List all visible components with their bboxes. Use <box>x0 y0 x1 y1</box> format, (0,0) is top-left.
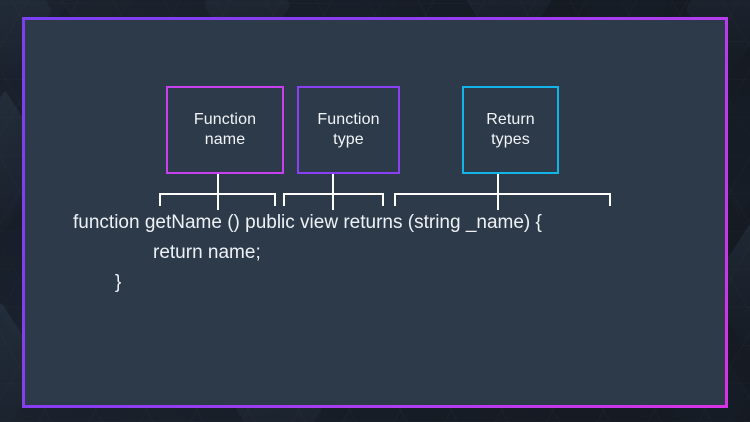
connector-stem-function-type <box>332 174 334 210</box>
label-box-return-types: Return types <box>462 86 559 174</box>
label-box-function-name-text: Function name <box>194 110 256 151</box>
label-box-function-type: Function type <box>297 86 400 174</box>
label-line-2: name <box>204 131 246 148</box>
label-line-1: Function <box>317 110 380 128</box>
connector-stem-function-name <box>217 174 219 210</box>
connector-bracket-function-name <box>159 193 276 206</box>
label-box-return-types-text: Return types <box>486 110 535 151</box>
label-box-function-name: Function name <box>166 86 284 174</box>
label-box-function-type-text: Function type <box>317 110 379 151</box>
connector-bracket-function-type <box>283 193 384 206</box>
label-line-2: types <box>491 131 530 148</box>
label-line-1: Function <box>193 110 257 128</box>
label-line-2: type <box>333 131 364 148</box>
connector-bracket-return-types <box>394 193 611 206</box>
code-line-3: } <box>115 272 122 293</box>
label-line-1: Return <box>486 110 535 128</box>
diagram-panel: Function name Function type Return types fu… <box>22 17 728 408</box>
code-line-1: function getName () public view returns … <box>73 212 542 233</box>
connector-stem-return-types <box>497 174 499 210</box>
code-line-2: return name; <box>153 242 261 263</box>
